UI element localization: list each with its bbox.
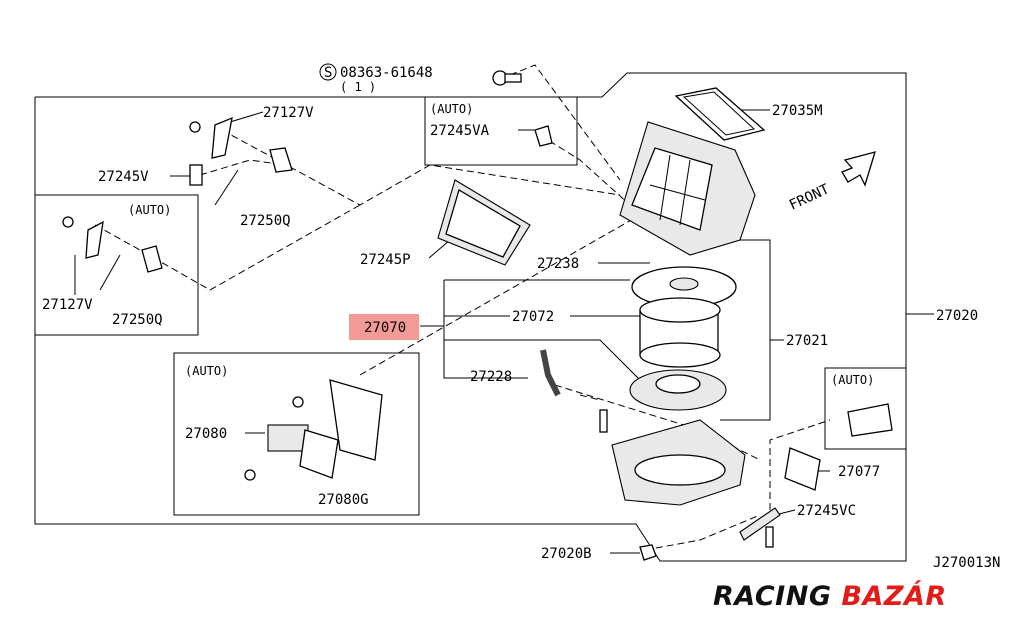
label-auto-b: (AUTO) bbox=[128, 203, 171, 217]
lever-27127V-left bbox=[62, 216, 121, 295]
logo-word-bazar: BAZÁR bbox=[841, 581, 947, 612]
label-auto-c: (AUTO) bbox=[185, 364, 228, 378]
label-27020: 27020 bbox=[936, 308, 978, 324]
label-27245P: 27245P bbox=[360, 252, 411, 268]
highlight-27070 bbox=[349, 314, 419, 340]
label-front: FRONT bbox=[787, 181, 832, 214]
label-27080: 27080 bbox=[185, 426, 227, 442]
label-27080G: 27080G bbox=[318, 492, 369, 508]
racing-bazar-logo: RACING BAZÁR bbox=[713, 580, 1009, 614]
label-27127V-left: 27127V bbox=[42, 297, 93, 313]
front-arrow bbox=[841, 151, 876, 187]
label-27250Q-top: 27250Q bbox=[240, 213, 291, 229]
label-27077: 27077 bbox=[838, 464, 880, 480]
part-auto-right bbox=[847, 403, 893, 437]
label-ref: J270013N bbox=[933, 555, 1000, 571]
filter-27245P bbox=[437, 179, 531, 266]
label-auto-d: (AUTO) bbox=[831, 373, 874, 387]
part-27077 bbox=[784, 447, 821, 491]
label-27245VA: 27245VA bbox=[430, 123, 490, 139]
label-27072: 27072 bbox=[512, 309, 554, 325]
labels: S 08363-61648 ( 1 ) (AUTO) 27245VA 27127… bbox=[42, 63, 1000, 571]
clip-27245V bbox=[189, 164, 203, 186]
bolt-lower bbox=[599, 409, 781, 561]
hose-27228 bbox=[540, 349, 561, 397]
actuator-27080 bbox=[244, 379, 383, 481]
label-auto-a: (AUTO) bbox=[430, 102, 473, 116]
label-27021: 27021 bbox=[786, 333, 828, 349]
clip-27250Q-left bbox=[141, 245, 163, 273]
label-27070: 27070 bbox=[364, 320, 406, 336]
leader-lines bbox=[170, 109, 934, 554]
seal-27035M bbox=[674, 87, 766, 141]
lower-housing bbox=[611, 419, 746, 506]
logo-word-racing: RACING bbox=[713, 581, 832, 612]
frame-lines bbox=[34, 72, 907, 562]
label-27127V-top: 27127V bbox=[263, 105, 314, 121]
s-symbol-letter: S bbox=[324, 65, 332, 81]
lever-27127V-top bbox=[189, 116, 239, 206]
label-27245VC: 27245VC bbox=[797, 503, 856, 519]
label-27228: 27228 bbox=[470, 369, 512, 385]
motor-27070 bbox=[629, 369, 727, 411]
clip-27245VA bbox=[534, 125, 553, 147]
intake-housing bbox=[619, 121, 756, 256]
clip-27250Q-top bbox=[269, 147, 293, 173]
label-27250Q-left: 27250Q bbox=[112, 312, 163, 328]
screw-08363 bbox=[492, 70, 522, 86]
label-qty: ( 1 ) bbox=[340, 80, 376, 94]
label-08363: 08363-61648 bbox=[340, 65, 433, 81]
label-27035M: 27035M bbox=[772, 103, 823, 119]
s-symbol bbox=[319, 63, 337, 81]
label-27020B: 27020B bbox=[541, 546, 592, 562]
label-27238: 27238 bbox=[537, 256, 579, 272]
fan-27072 bbox=[631, 266, 737, 368]
label-27245V: 27245V bbox=[98, 169, 149, 185]
